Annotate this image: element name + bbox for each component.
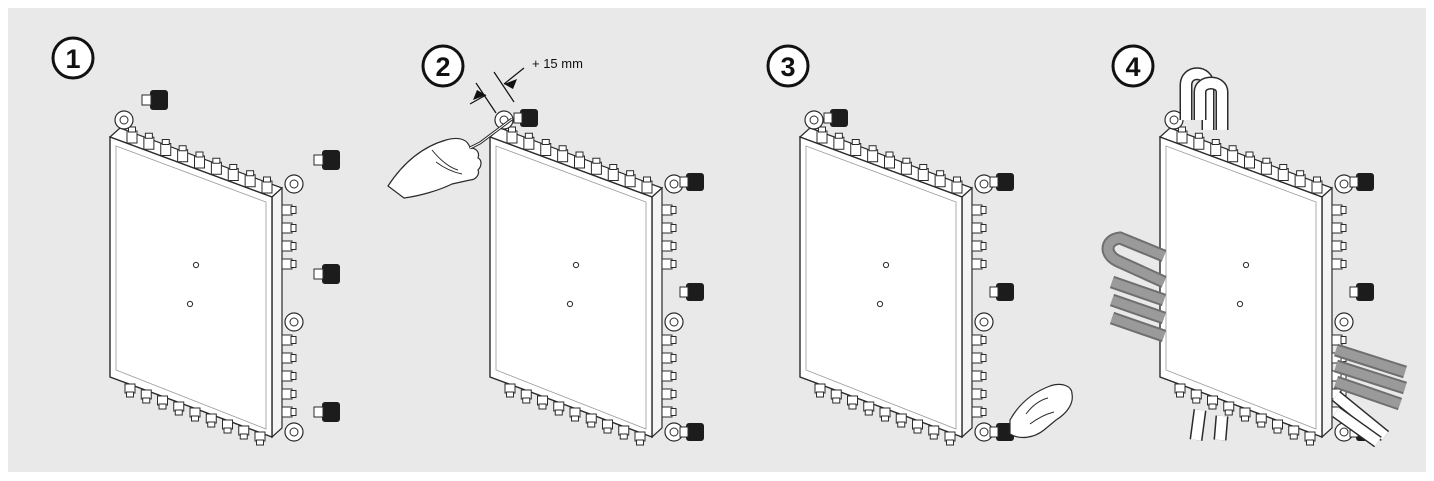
protective-cap-icon <box>313 402 340 422</box>
coax-cable-icon <box>1101 67 1407 448</box>
protective-cap-icon <box>313 150 340 170</box>
multiswitch-device-icon <box>1158 110 1375 446</box>
protective-cap-icon <box>313 264 340 284</box>
hand-icon <box>1009 383 1073 439</box>
step-4-number: 4 <box>1125 52 1140 82</box>
step-3-number: 3 <box>780 52 795 82</box>
protective-cap-icon <box>141 90 168 110</box>
multiswitch-device-icon <box>798 108 1015 446</box>
step-4-badge: 4 <box>1111 44 1155 88</box>
multiswitch-device-icon <box>488 108 705 446</box>
step-3-badge: 3 <box>766 44 810 88</box>
step-1-badge: 1 <box>51 36 95 80</box>
dimension-label: + 15 mm <box>532 56 583 71</box>
step-2-number: 2 <box>435 52 450 82</box>
dimension-indicator: + 15 mm <box>469 56 583 114</box>
step-1-number: 1 <box>65 44 80 74</box>
step-2-badge: 2 <box>421 44 465 88</box>
multiswitch-device-icon <box>108 110 304 446</box>
hand-screwdriver-icon <box>387 117 513 199</box>
